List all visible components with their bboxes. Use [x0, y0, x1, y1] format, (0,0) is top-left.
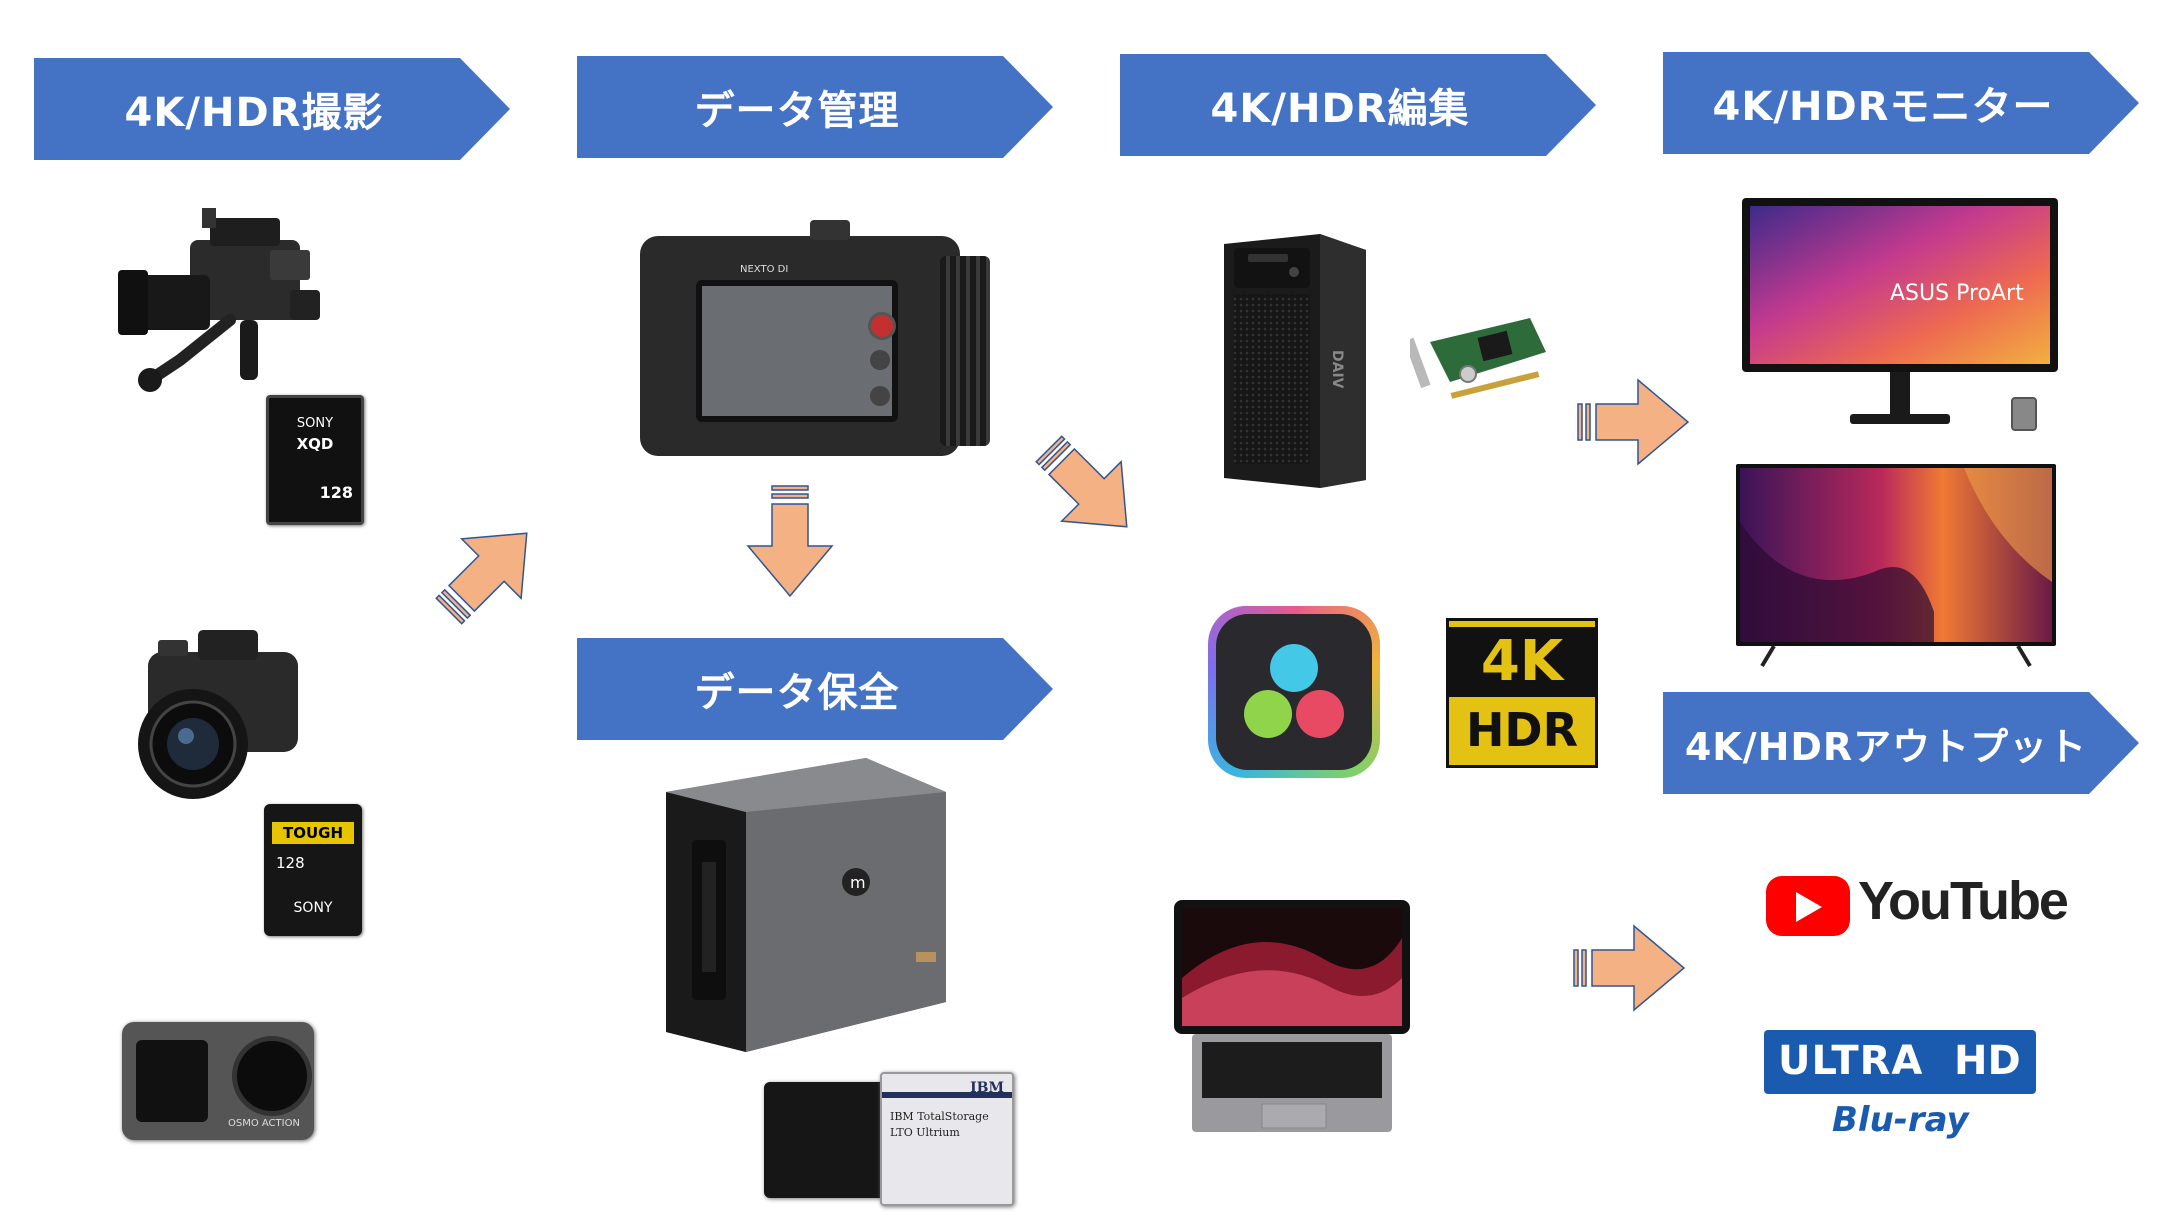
- sd-card-brand: TOUGH: [272, 822, 354, 844]
- stage-label: 4K/HDR撮影: [124, 90, 384, 136]
- recorder-button: [870, 386, 890, 406]
- tv-icon: [1736, 464, 2056, 668]
- davinci-dot-green: [1244, 690, 1292, 738]
- xqd-card-capacity: 128: [319, 483, 353, 502]
- action-camera-label: OSMO ACTION: [228, 1118, 300, 1129]
- flow-arrow-management-to-editing: [1035, 435, 1128, 528]
- ultra-hd-bluray-logo: ULTRA HD Blu-ray: [1764, 1030, 2036, 1150]
- action-camera-screen: [136, 1040, 208, 1122]
- pc-brand: DAIV: [1329, 350, 1345, 389]
- tower-pc-icon: DAIV: [1224, 234, 1366, 488]
- davinci-dot-blue: [1270, 644, 1318, 692]
- flow-arrow-shooting-to-management: [435, 532, 528, 625]
- bluray-text: Blu-ray: [1832, 1100, 1969, 1140]
- sd-card-capacity: 128: [276, 854, 305, 872]
- tape-label-line2: LTO Ultrium: [890, 1126, 960, 1139]
- lto-tape-case-icon: IBM IBM TotalStorage LTO Ultrium: [880, 1072, 1014, 1206]
- cinema-camera-icon: [118, 208, 320, 392]
- action-camera-lens: [232, 1036, 312, 1116]
- flow-arrow-management-to-preservation: [746, 485, 834, 598]
- xqd-card-brand: SONY: [296, 416, 334, 431]
- capture-card-icon: [1410, 318, 1546, 399]
- recorder-screen: [696, 280, 898, 422]
- xqd-card-icon: SONY XQD 128: [266, 395, 364, 525]
- youtube-logo: YouTube: [1766, 868, 2069, 948]
- stage-banner-shooting: 4K/HDR撮影: [34, 58, 510, 160]
- tape-case-stripe: [882, 1092, 1012, 1098]
- stage-banner-output: 4K/HDRアウトプット: [1663, 692, 2139, 794]
- stage-label: データ保全: [694, 670, 900, 716]
- lto-tape-cartridge-icon: [764, 1082, 896, 1198]
- laptop-icon: [1174, 900, 1410, 1132]
- flow-arrow-editing-to-monitor: [1577, 378, 1690, 466]
- recorder-button: [870, 350, 890, 370]
- stage-label: データ管理: [694, 88, 900, 134]
- flow-arrow-editing-to-output: [1573, 924, 1686, 1012]
- storage-logo: m: [850, 873, 866, 892]
- stage-banner-data-management: データ管理: [577, 56, 1053, 158]
- tape-label-line1: IBM TotalStorage: [890, 1110, 989, 1123]
- badge-4k-text: 4K: [1449, 627, 1595, 697]
- stage-label: 4K/HDRモニター: [1712, 84, 2054, 130]
- stage-banner-data-preservation: データ保全: [577, 638, 1053, 740]
- recorder-button-record: [868, 312, 896, 340]
- 4k-hdr-badge: 4K HDR: [1446, 618, 1598, 768]
- ultra-hd-box: ULTRA HD: [1764, 1030, 2036, 1094]
- stage-label: 4K/HDR編集: [1210, 86, 1470, 132]
- banner-shape: [34, 58, 510, 160]
- action-camera-icon: OSMO ACTION: [122, 1022, 314, 1140]
- play-triangle-icon: [1796, 892, 1822, 922]
- sd-card-icon: TOUGH 128 SONY: [264, 804, 362, 936]
- recorder-side-fins: [940, 256, 990, 446]
- youtube-wordmark: YouTube: [1858, 871, 2069, 931]
- davinci-resolve-logo-icon: [1208, 606, 1380, 778]
- mirrorless-camera-icon: [138, 630, 298, 799]
- recorder-device-icon: NEXTO DI: [640, 216, 990, 456]
- thunderbolt-lto-drive-icon: m: [666, 758, 946, 1052]
- badge-hdr-text: HDR: [1465, 703, 1579, 757]
- sd-card-maker: SONY: [293, 900, 333, 916]
- recorder-brand: NEXTO DI: [740, 264, 789, 275]
- davinci-dot-red: [1296, 690, 1344, 738]
- banner-shape: [1663, 692, 2139, 794]
- banner-shape: [577, 638, 1053, 740]
- proart-monitor-icon: ASUS ProArt: [1742, 198, 2058, 431]
- ultra-text: ULTRA: [1778, 1038, 1924, 1084]
- banner-shape: [1120, 54, 1596, 156]
- monitor-brand: ASUS ProArt: [1890, 281, 2024, 306]
- banner-shape: [577, 56, 1053, 158]
- stage-banner-monitor: 4K/HDRモニター: [1663, 52, 2139, 154]
- xqd-card-type: XQD: [296, 435, 334, 453]
- stage-banner-editing: 4K/HDR編集: [1120, 54, 1596, 156]
- hd-text: HD: [1954, 1038, 2021, 1084]
- stage-label: 4K/HDRアウトプット: [1684, 724, 2088, 769]
- davinci-inner: [1216, 614, 1372, 770]
- banner-shape: [1663, 52, 2139, 154]
- recorder-top-mount: [810, 220, 850, 240]
